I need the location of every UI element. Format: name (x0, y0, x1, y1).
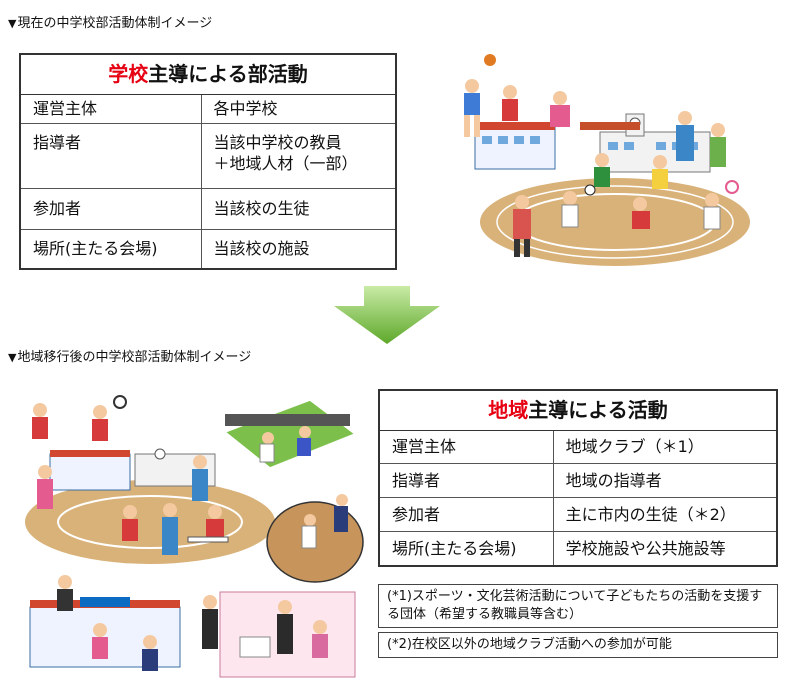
row-label: 場所(主たる会場) (378, 530, 554, 567)
table-row: 参加者 主に市内の生徒（＊2） (378, 496, 778, 532)
community-sports-illustration (25, 395, 364, 678)
row-label: 運営主体 (378, 429, 554, 464)
footnotes: (*1)スポーツ・文化芸術活動について子どもたちの活動を支援する団体（希望する教… (378, 584, 778, 662)
table-row: 指導者 当該中学校の教員 ＋地域人材（一部） (19, 122, 397, 189)
row-value: 地域クラブ（＊1） (552, 429, 778, 464)
footnote-2: (*2)在校区以外の地域クラブ活動への参加が可能 (378, 632, 778, 658)
row-label: 指導者 (19, 122, 202, 189)
triangle-marker-icon: ▼ (8, 17, 17, 30)
row-label: 場所(主たる会場) (19, 228, 202, 270)
community-led-table: 地域主導による活動 運営主体 地域クラブ（＊1） 指導者 地域の指導者 参加者 … (378, 389, 778, 567)
section1-heading: ▼現在の中学校部活動体制イメージ (8, 16, 213, 31)
section2-heading: ▼地域移行後の中学校部活動体制イメージ (8, 350, 252, 365)
table-row: 運営主体 地域クラブ（＊1） (378, 429, 778, 464)
footnote-1: (*1)スポーツ・文化芸術活動について子どもたちの活動を支援する団体（希望する教… (378, 584, 778, 628)
table-row: 指導者 地域の指導者 (378, 462, 778, 498)
table-title: 地域主導による活動 (378, 389, 778, 431)
row-label: 参加者 (19, 187, 202, 230)
school-led-table: 学校主導による部活動 運営主体 各中学校 指導者 当該中学校の教員 ＋地域人材（… (19, 53, 397, 270)
row-value: 当該校の施設 (200, 228, 397, 270)
table-row: 運営主体 各中学校 (19, 93, 397, 124)
school-sports-illustration (464, 54, 750, 266)
row-value: 地域の指導者 (552, 462, 778, 498)
row-label: 参加者 (378, 496, 554, 532)
row-label: 運営主体 (19, 93, 202, 124)
row-value: 学校施設や公共施設等 (552, 530, 778, 567)
table-row: 参加者 当該校の生徒 (19, 187, 397, 230)
row-value: 各中学校 (200, 93, 397, 124)
row-value: 当該校の生徒 (200, 187, 397, 230)
row-value: 当該中学校の教員 ＋地域人材（一部） (200, 122, 397, 189)
row-label: 指導者 (378, 462, 554, 498)
row-value: 主に市内の生徒（＊2） (552, 496, 778, 532)
table-row: 場所(主たる会場) 学校施設や公共施設等 (378, 530, 778, 567)
triangle-marker-icon: ▼ (8, 351, 17, 364)
table-title: 学校主導による部活動 (19, 53, 397, 95)
table-row: 場所(主たる会場) 当該校の施設 (19, 228, 397, 270)
down-arrow-icon (334, 286, 440, 344)
